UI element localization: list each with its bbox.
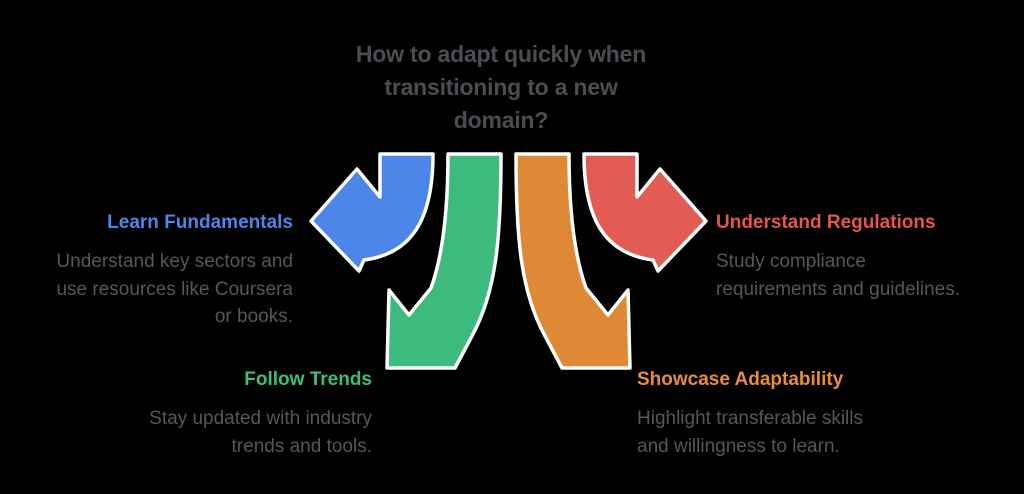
section-learn-fundamentals: Learn Fundamentals Understand key sector… xyxy=(13,211,293,331)
section-heading-follow-trends: Follow Trends xyxy=(244,369,372,390)
section-heading-learn-fundamentals: Learn Fundamentals xyxy=(107,212,293,233)
section-showcase-adaptability: Showcase Adaptability Highlight transfer… xyxy=(637,368,922,460)
section-understand-regulations: Understand Regulations Study compliance … xyxy=(716,211,1006,303)
left-curved-arrow-icon xyxy=(309,152,435,273)
section-heading-showcase-adaptability: Showcase Adaptability xyxy=(637,369,844,390)
page-title: How to adapt quickly when transitioning … xyxy=(355,41,647,133)
section-body-learn-fundamentals: Understand key sectors and use resources… xyxy=(56,251,293,327)
section-body-follow-trends: Stay updated with industry trends and to… xyxy=(149,408,372,457)
right-curved-arrow-icon xyxy=(582,152,708,273)
section-follow-trends: Follow Trends Stay updated with industry… xyxy=(92,368,372,460)
section-heading-understand-regulations: Understand Regulations xyxy=(716,212,936,233)
section-body-understand-regulations: Study compliance requirements and guidel… xyxy=(716,251,960,300)
section-body-showcase-adaptability: Highlight transferable skills and willin… xyxy=(637,408,863,457)
down-left-curved-arrow-icon xyxy=(385,152,503,370)
down-right-curved-arrow-icon xyxy=(514,152,632,370)
